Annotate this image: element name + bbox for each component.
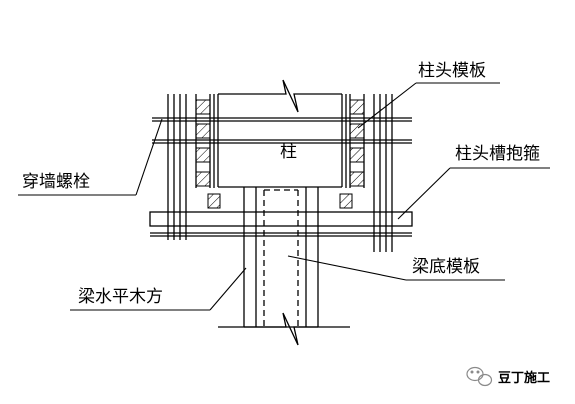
beam-body bbox=[218, 187, 350, 346]
wechat-icon bbox=[466, 366, 493, 387]
wall-through-bolts bbox=[152, 117, 412, 144]
groove-hoop bbox=[149, 211, 413, 237]
left-column-formwork bbox=[167, 94, 215, 240]
column-body bbox=[217, 79, 343, 188]
column-label: 柱 bbox=[280, 142, 297, 162]
left-hatched-blocks bbox=[195, 99, 221, 209]
watermark: 豆丁施工 bbox=[466, 366, 550, 387]
beam-bottom-formwork-label: 梁底模板 bbox=[412, 257, 480, 277]
leader-lines bbox=[18, 82, 550, 311]
column-head-groove-hoop-label: 柱头槽抱箍 bbox=[455, 144, 540, 164]
right-hatched-blocks bbox=[339, 99, 365, 209]
watermark-text: 豆丁施工 bbox=[498, 370, 550, 386]
wall-through-bolt-label: 穿墙螺栓 bbox=[22, 172, 90, 192]
column-head-formwork-label: 柱头模板 bbox=[418, 61, 486, 81]
beam-horizontal-timber-label: 梁水平木方 bbox=[78, 287, 163, 307]
